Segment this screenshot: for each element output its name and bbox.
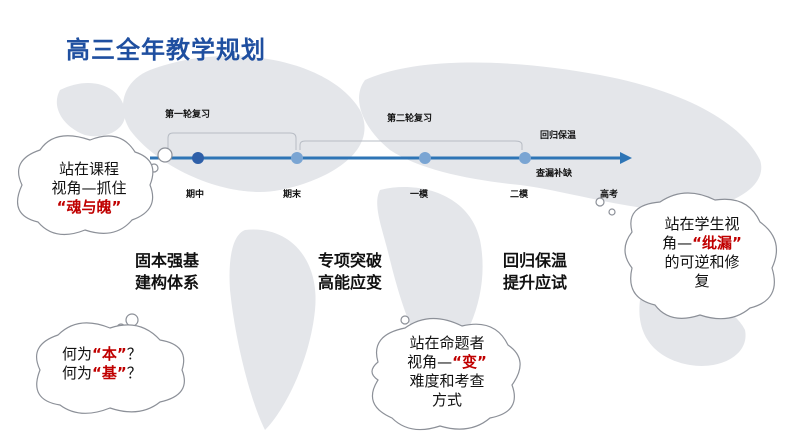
node-label-final: 期末 xyxy=(283,190,302,200)
cloud-curriculum xyxy=(17,135,173,236)
stage-text-2: 专项突破高能应变 xyxy=(318,251,383,292)
phase-label-review: 回归保温 xyxy=(540,131,577,141)
phase-bracket-first xyxy=(167,132,297,150)
cloud-question xyxy=(36,313,185,414)
cloud-question-text: 何为“本”？ 何为“基”？ xyxy=(62,345,142,382)
cloud-student xyxy=(595,192,778,320)
node-final xyxy=(291,152,303,164)
node-label-mock1: 一模 xyxy=(410,190,429,200)
phase-label-fill: 查漏补缺 xyxy=(536,169,573,179)
page-title: 高三全年教学规划 xyxy=(66,36,266,64)
timeline-arrowhead xyxy=(620,152,632,164)
node-label-midterm: 期中 xyxy=(186,190,205,200)
phase-bracket-second xyxy=(299,140,523,150)
node-mock2 xyxy=(519,152,531,164)
stage-text-3: 回归保温提升应试 xyxy=(503,251,568,292)
cloud-curriculum-text: 站在课程 视角—抓住 “魂与魄” xyxy=(51,160,127,216)
phase-label-second: 第二轮复习 xyxy=(387,114,433,124)
node-mock1 xyxy=(419,152,431,164)
stage-text-1: 固本强基建构体系 xyxy=(135,251,200,292)
cloud-examiner-text: 站在命题者 视角—“变” 难度和考查 方式 xyxy=(407,334,487,409)
node-label-mock2: 二模 xyxy=(510,190,529,200)
phase-label-first: 第一轮复习 xyxy=(165,110,211,120)
node-label-gaokao: 高考 xyxy=(600,190,619,200)
cloud-examiner xyxy=(371,315,521,431)
node-midterm xyxy=(192,152,204,164)
cloud-student-text: 站在学生视 角—“纰漏” 的可逆和修 复 xyxy=(662,215,742,290)
